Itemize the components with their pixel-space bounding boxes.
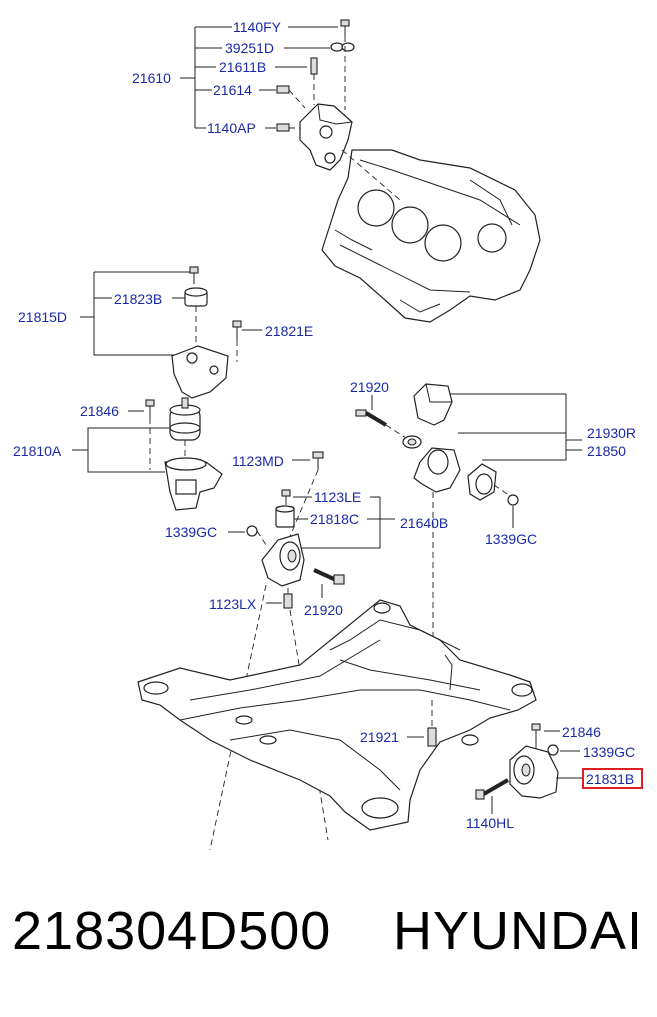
- engine-mount-bracket-group: [180, 19, 355, 171]
- label-21920-top[interactable]: 21920: [350, 379, 389, 395]
- bolt-1123lx-icon: [283, 593, 293, 609]
- label-21823b[interactable]: 21823B: [114, 291, 162, 307]
- label-1140ap[interactable]: 1140AP: [207, 120, 256, 136]
- part-labels: 1140FY 39251D 21611B 21610 21614 1140AP …: [13, 19, 643, 831]
- label-1339gc-right[interactable]: 1339GC: [583, 744, 635, 760]
- bolt-1140hl-icon: [475, 789, 485, 800]
- label-21921[interactable]: 21921: [360, 729, 399, 745]
- nut-1339gc-left-icon: [246, 525, 258, 537]
- cover-21930r-icon: [413, 383, 453, 426]
- engine-block: [321, 149, 541, 323]
- nut-1339gc-mid-icon: [507, 494, 519, 506]
- label-21846-right[interactable]: 21846: [562, 724, 601, 740]
- subframe: [137, 599, 537, 831]
- label-39251d[interactable]: 39251D: [225, 40, 274, 56]
- bolt-1140ap-icon: [276, 123, 290, 132]
- stud-21611b-icon: [310, 57, 318, 75]
- transmission-mount-group: [72, 266, 262, 511]
- label-21846-left[interactable]: 21846: [80, 403, 119, 419]
- label-21850[interactable]: 21850: [587, 443, 626, 459]
- nut-1339gc-right-icon: [547, 744, 559, 756]
- label-21818c[interactable]: 21818C: [310, 511, 359, 527]
- bolt-21921-group: [407, 700, 437, 747]
- label-1123le[interactable]: 1123LE: [314, 489, 361, 505]
- bolt-21846-right-icon: [531, 723, 541, 731]
- bolt-21846-left-icon: [145, 399, 155, 407]
- washer-39251d-icon: [330, 42, 344, 52]
- bolt-1140fy-icon: [340, 19, 350, 27]
- label-21831b[interactable]: 21831B: [586, 771, 634, 787]
- label-1123md[interactable]: 1123MD: [232, 453, 284, 469]
- brand-name: HYUNDAI: [392, 901, 643, 961]
- label-1339gc-mid[interactable]: 1339GC: [485, 531, 537, 547]
- parts-diagram: 1140FY 39251D 21611B 21610 21614 1140AP …: [13, 19, 643, 851]
- bracket-21815d-icon: [171, 345, 229, 399]
- label-21815d[interactable]: 21815D: [18, 309, 67, 325]
- roll-stopper-group: [355, 383, 582, 700]
- label-1339gc-left[interactable]: 1339GC: [165, 524, 217, 540]
- footer: 218304D500 HYUNDAI: [0, 900, 657, 980]
- label-21611b[interactable]: 21611B: [219, 59, 266, 75]
- label-21920-mid[interactable]: 21920: [304, 602, 343, 618]
- label-21614[interactable]: 21614: [213, 82, 252, 98]
- bolt-21921-icon: [427, 727, 437, 747]
- label-21610[interactable]: 21610: [132, 70, 171, 86]
- label-1140hl[interactable]: 1140HL: [466, 815, 514, 831]
- label-21930r[interactable]: 21930R: [587, 425, 636, 441]
- label-21821e[interactable]: 21821E: [265, 323, 313, 339]
- engine-mount-middle-group: [209, 451, 395, 851]
- part-number: 218304D500: [12, 901, 332, 961]
- label-21640b[interactable]: 21640B: [400, 515, 448, 531]
- bolt-21821e-icon: [232, 320, 242, 328]
- lower-mount-group: [475, 723, 582, 814]
- bolt-21614-icon: [276, 85, 290, 94]
- bolt-1123le-icon: [281, 489, 291, 497]
- label-1140fy[interactable]: 1140FY: [233, 19, 282, 35]
- highlight-box: [582, 768, 643, 789]
- label-1123lx[interactable]: 1123LX: [209, 596, 257, 612]
- label-21810a[interactable]: 21810A: [13, 443, 62, 459]
- bolt-1123md-icon: [312, 451, 324, 459]
